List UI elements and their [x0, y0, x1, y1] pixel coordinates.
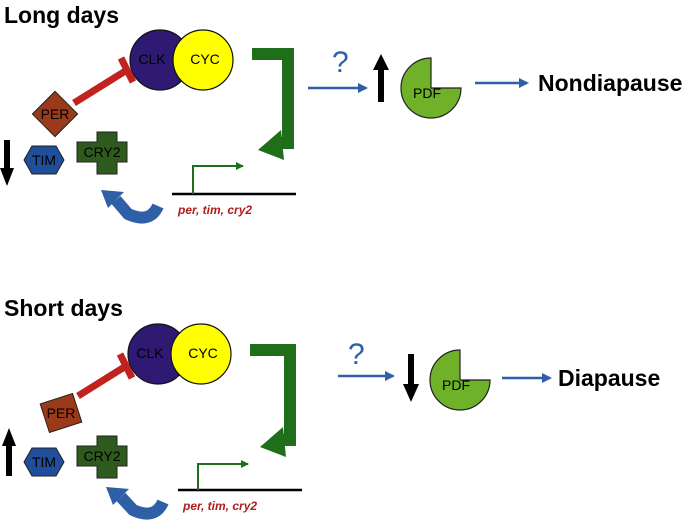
tim-shape	[23, 145, 65, 175]
feedback-arrow	[250, 344, 296, 457]
pdf-label: PDF	[442, 377, 470, 393]
gene-names: per, tim, cry2	[177, 203, 252, 217]
pdf-peptide: PDF	[429, 349, 491, 411]
cry2-shape	[76, 131, 128, 175]
question-mark: ?	[348, 338, 365, 371]
question-mark: ?	[332, 46, 349, 79]
promoter-arrow	[197, 460, 249, 490]
panel-short-days: Short days CLK CYC PER TIM CRY	[2, 295, 660, 520]
tim-level-down-arrow	[0, 140, 14, 186]
cyc-label: CYC	[188, 345, 218, 361]
pdf-level-down-arrow	[403, 354, 419, 402]
per-shape	[39, 392, 83, 434]
clk-label: CLK	[138, 51, 166, 67]
per-label: PER	[41, 106, 70, 122]
inhibition-bar	[116, 352, 136, 380]
tim-label: TIM	[32, 152, 56, 168]
gene-names: per, tim, cry2	[182, 499, 257, 513]
per-shape	[31, 90, 79, 138]
cyc-label: CYC	[190, 51, 220, 67]
inhibition-line	[76, 363, 128, 399]
inhibition-line	[72, 67, 129, 106]
clk-cyc-complex: CLK CYC	[129, 29, 234, 91]
pdf-level-up-arrow	[373, 54, 389, 102]
cyc-circle	[170, 323, 232, 385]
pdf-shape	[429, 349, 491, 411]
cry2-label: CRY2	[83, 448, 120, 464]
clk-label: CLK	[136, 345, 164, 361]
tim-label: TIM	[32, 454, 56, 470]
inhibition-bar	[117, 56, 137, 84]
per-label: PER	[47, 405, 76, 421]
tim-protein: TIM	[23, 145, 65, 175]
tim-shape	[23, 447, 65, 477]
panel-title: Long days	[4, 2, 119, 28]
panel-title: Short days	[4, 295, 123, 321]
panel-long-days: Long days CLK CYC PER TIM CRY2	[0, 2, 682, 224]
cry2-shape	[76, 435, 128, 479]
pdf-label: PDF	[413, 85, 441, 101]
translation-arrow	[101, 190, 164, 224]
cry2-protein: CRY2	[76, 131, 128, 175]
clk-cyc-complex: CLK CYC	[127, 323, 232, 385]
tim-protein: TIM	[23, 447, 65, 477]
feedback-arrow	[252, 48, 294, 160]
per-protein: PER	[39, 392, 83, 434]
cyc-circle	[172, 29, 234, 91]
pdf-peptide: PDF	[400, 57, 462, 119]
per-protein: PER	[31, 90, 79, 138]
outcome-label: Diapause	[558, 365, 660, 391]
cry2-protein: CRY2	[76, 435, 128, 479]
translation-arrow	[106, 487, 169, 520]
pdf-shape	[400, 57, 462, 119]
promoter-arrow	[192, 162, 244, 194]
cry2-label: CRY2	[83, 144, 120, 160]
outcome-label: Nondiapause	[538, 70, 682, 96]
tim-level-up-arrow	[2, 428, 16, 476]
